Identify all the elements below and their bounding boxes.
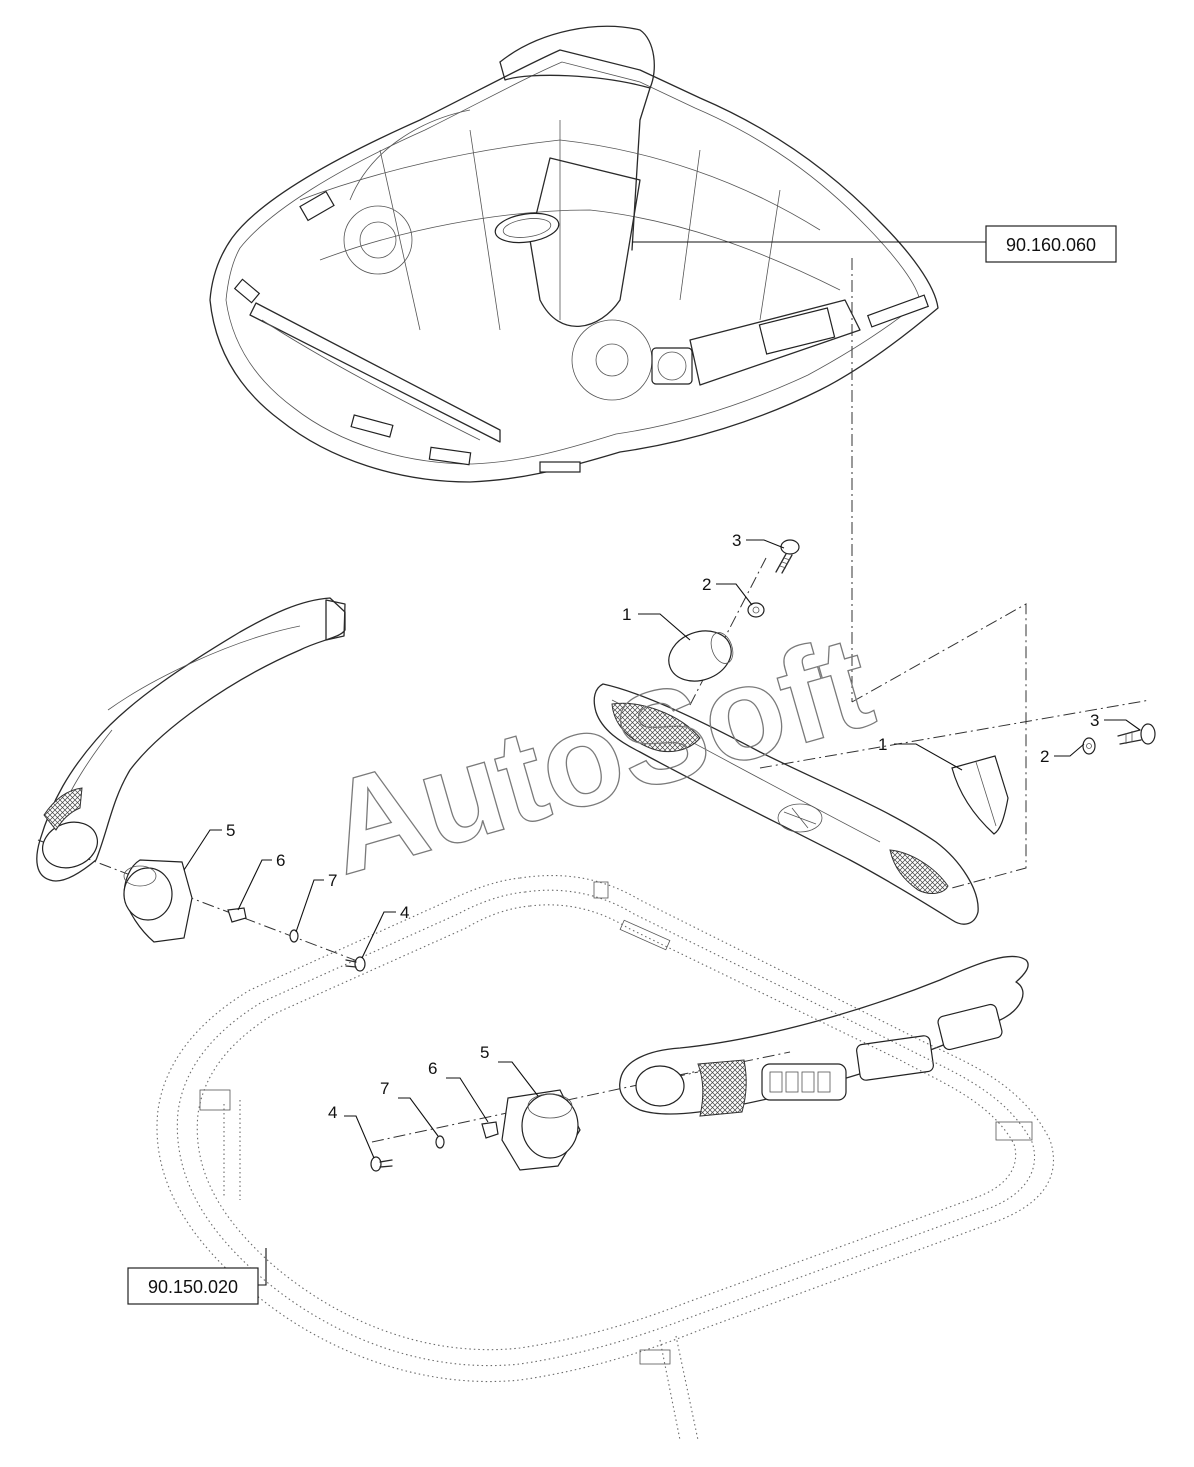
center-air-duct	[593, 683, 979, 925]
callout-2-upper[interactable]: 2	[702, 575, 711, 594]
screw-3-upper[interactable]	[775, 539, 800, 574]
roof-headliner-panel	[209, 25, 939, 483]
speaker-1-right[interactable]	[951, 755, 1009, 835]
callout-5-lower[interactable]: 5	[480, 1043, 489, 1062]
left-air-duct	[36, 597, 346, 882]
callout-6-left[interactable]: 6	[276, 851, 285, 870]
callout-3-upper[interactable]: 3	[732, 531, 741, 550]
callout-leaders	[183, 539, 1141, 1159]
front-air-duct	[619, 955, 1029, 1117]
callout-1-right[interactable]: 1	[878, 735, 887, 754]
washer-2-upper[interactable]	[747, 602, 765, 618]
washer-7-lower[interactable]	[435, 1135, 445, 1149]
clip-6-lower[interactable]	[481, 1121, 499, 1139]
window-frame-outline	[156, 874, 1054, 1441]
speaker-1-upper[interactable]	[662, 623, 739, 690]
callout-4-lower[interactable]: 4	[328, 1103, 337, 1122]
callout-6-lower[interactable]: 6	[428, 1059, 437, 1078]
bolt-4-lower[interactable]	[370, 1156, 393, 1172]
vent-louvers	[769, 1071, 831, 1093]
svg-text:90.150.020: 90.150.020	[148, 1277, 238, 1297]
roof-reference-label[interactable]: 90.160.060	[985, 225, 1117, 263]
callout-7-lower[interactable]: 7	[380, 1079, 389, 1098]
watermark-text: AutoSoft	[310, 607, 886, 902]
frame-reference-label[interactable]: 90.150.020	[127, 1267, 259, 1305]
washer-2-right[interactable]	[1082, 737, 1096, 755]
screw-3-right[interactable]	[1117, 723, 1156, 745]
washer-7-left[interactable]	[289, 929, 299, 943]
callout-5-left[interactable]: 5	[226, 821, 235, 840]
svg-text:90.160.060: 90.160.060	[1006, 235, 1096, 255]
callout-2-right[interactable]: 2	[1040, 747, 1049, 766]
speaker-5-left[interactable]	[123, 859, 193, 943]
bolt-4-left[interactable]	[345, 956, 366, 972]
callout-4-left[interactable]: 4	[400, 903, 409, 922]
frame-reference-leader	[258, 1248, 267, 1286]
callout-1-upper[interactable]: 1	[622, 605, 631, 624]
callout-7-left[interactable]: 7	[328, 871, 337, 890]
clip-6-left[interactable]	[227, 907, 247, 923]
callout-3-right[interactable]: 3	[1090, 711, 1099, 730]
speaker-5-lower[interactable]	[501, 1089, 581, 1171]
